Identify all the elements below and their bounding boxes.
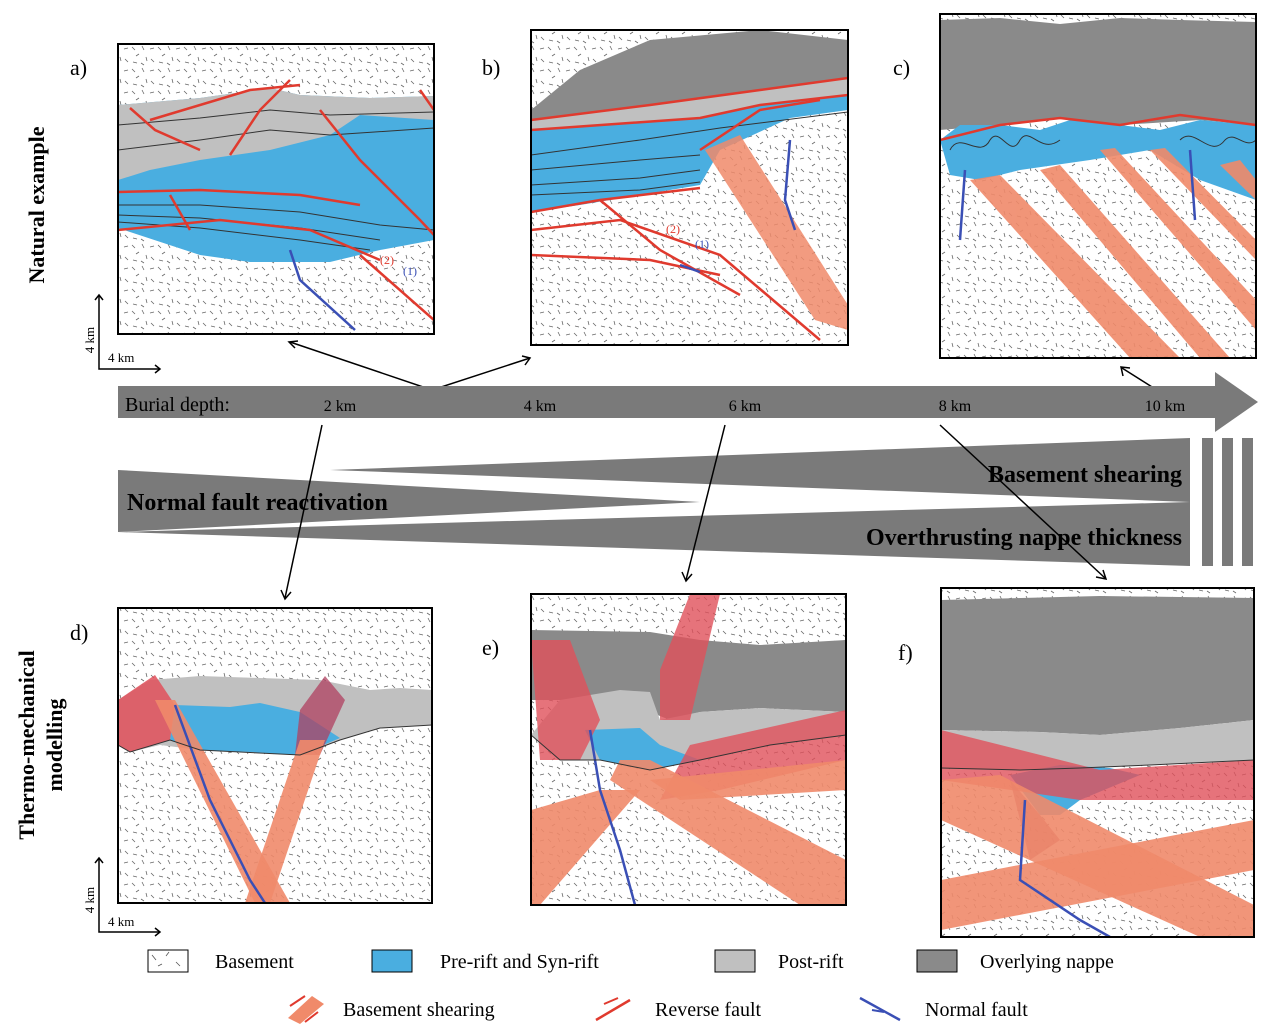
trend-normal-fault-reactivation: Normal fault reactivation bbox=[127, 490, 388, 516]
scale-bar-bottom: 4 km 4 km bbox=[82, 856, 162, 937]
scale-horizontal-label: 4 km bbox=[108, 350, 134, 365]
legend-reverse-label: Reverse fault bbox=[655, 999, 762, 1021]
fault-number-reverse-b: (2) bbox=[666, 222, 680, 236]
depth-tick-6km: 6 km bbox=[729, 398, 762, 415]
depth-tick-4km: 4 km bbox=[524, 398, 557, 415]
legend-shear-label: Basement shearing bbox=[343, 999, 495, 1021]
fault-number-normal-b: (1) bbox=[695, 237, 709, 251]
legend-nappe: Overlying nappe bbox=[916, 949, 1114, 973]
legend-shear: Basement shearing bbox=[288, 995, 495, 1024]
burial-depth-axis: Burial depth: 2 km 4 km 6 km 8 km 10 km bbox=[118, 372, 1258, 432]
scale-horizontal-label-2: 4 km bbox=[108, 914, 134, 929]
legend-basement: Basement bbox=[147, 949, 294, 973]
panel-label-d: d) bbox=[70, 620, 88, 645]
trend-basement-shearing: Basement shearing bbox=[988, 462, 1182, 488]
depth-tick-2km: 2 km bbox=[324, 398, 357, 415]
legend-normal: Normal fault bbox=[859, 996, 1028, 1022]
scale-vertical-label-2: 4 km bbox=[82, 887, 97, 913]
legend-normal-label: Normal fault bbox=[925, 999, 1028, 1021]
fault-number-reverse-a: (2) bbox=[380, 253, 394, 267]
panel-f: f) bbox=[898, 587, 1255, 938]
depth-tick-8km: 8 km bbox=[939, 398, 972, 415]
row-label-natural-example: Natural example bbox=[24, 126, 49, 283]
panel-a: a) (2) (1) bbox=[70, 43, 435, 335]
panel-c: c) bbox=[893, 13, 1257, 359]
legend-basement-label: Basement bbox=[215, 951, 294, 973]
panel-label-c: c) bbox=[893, 55, 910, 80]
legend-reverse: Reverse fault bbox=[595, 997, 762, 1022]
panel-label-f: f) bbox=[898, 640, 913, 665]
panel-label-b: b) bbox=[482, 55, 500, 80]
scale-bar-top: 4 km 4 km bbox=[82, 293, 162, 374]
connector-arrows-bottom bbox=[280, 424, 1108, 601]
trend-wedges: Normal fault reactivation Basement shear… bbox=[118, 438, 1253, 566]
legend-nappe-label: Overlying nappe bbox=[980, 951, 1114, 973]
panel-label-e: e) bbox=[482, 635, 499, 660]
legend-postrift-label: Post-rift bbox=[778, 951, 844, 973]
row-label-modelling-line1: Thermo-mechanical bbox=[14, 650, 39, 839]
connector-arrows-top bbox=[287, 340, 1161, 393]
panel-e: e) bbox=[482, 593, 847, 906]
legend-postrift: Post-rift bbox=[714, 949, 844, 973]
legend: Basement Pre-rift and Syn-rift Post-rift… bbox=[147, 949, 1114, 1024]
panel-label-a: a) bbox=[70, 55, 87, 80]
panel-b: b) (2) (1) bbox=[482, 29, 849, 346]
scale-vertical-label: 4 km bbox=[82, 327, 97, 353]
row-label-modelling-line2: modelling bbox=[42, 699, 67, 792]
panel-d: d) bbox=[70, 607, 433, 904]
fault-number-normal-a: (1) bbox=[403, 264, 417, 278]
burial-depth-label: Burial depth: bbox=[125, 394, 230, 416]
depth-tick-10km: 10 km bbox=[1145, 398, 1186, 415]
legend-prerift: Pre-rift and Syn-rift bbox=[371, 949, 599, 973]
trend-nappe-thickness: Overthrusting nappe thickness bbox=[866, 525, 1182, 551]
legend-prerift-label: Pre-rift and Syn-rift bbox=[440, 951, 599, 973]
